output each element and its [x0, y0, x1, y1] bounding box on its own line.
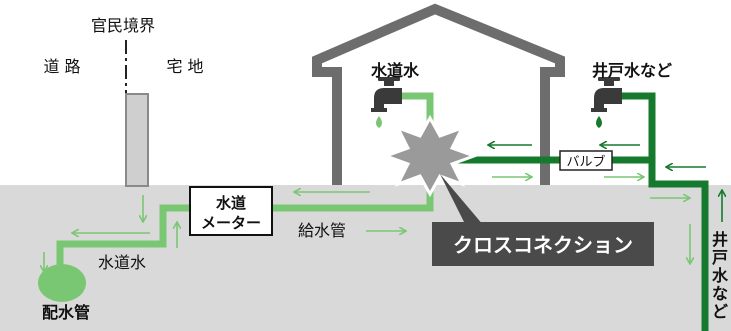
tap-water-pipe-label: 水道水: [98, 253, 146, 272]
road-label: 道 路: [43, 57, 80, 76]
house-outline: [312, 3, 565, 185]
well-vertical-char: ど: [712, 302, 728, 321]
water-meter-label-2: メーター: [201, 214, 261, 232]
banner-pointer: [440, 174, 484, 226]
well-water-riser: [620, 92, 709, 331]
well-vertical-char: 戸: [712, 248, 728, 267]
well-vertical-char: 水: [712, 266, 729, 285]
well-vertical-char: な: [712, 284, 728, 303]
well-water-label: 井戸水など: [592, 61, 672, 80]
distribution-main: [38, 264, 86, 302]
well-water-vertical-label: 井 戸 水 な ど: [712, 230, 729, 321]
burst-icon: [381, 114, 479, 198]
faucet-icon: [591, 77, 622, 128]
tap-water-label: 水道水: [371, 61, 420, 80]
faucet-icon: [371, 77, 402, 128]
cross-connection-label: クロスコネクション: [453, 233, 633, 257]
valve-box: [559, 150, 613, 171]
water-meter-label-1: 水道: [216, 194, 246, 212]
distribution-main-label: 配水管: [42, 303, 90, 322]
water-meter-box: [189, 186, 273, 236]
boundary-wall: [125, 93, 149, 187]
residential-label: 宅 地: [166, 57, 203, 76]
well-vertical-char: 井: [712, 230, 728, 249]
boundary-label: 官民境界: [91, 16, 155, 35]
cross-connection-banner: [432, 222, 654, 266]
supply-pipe-label: 給水管: [298, 221, 346, 240]
valve-label: バルブ: [566, 154, 605, 170]
